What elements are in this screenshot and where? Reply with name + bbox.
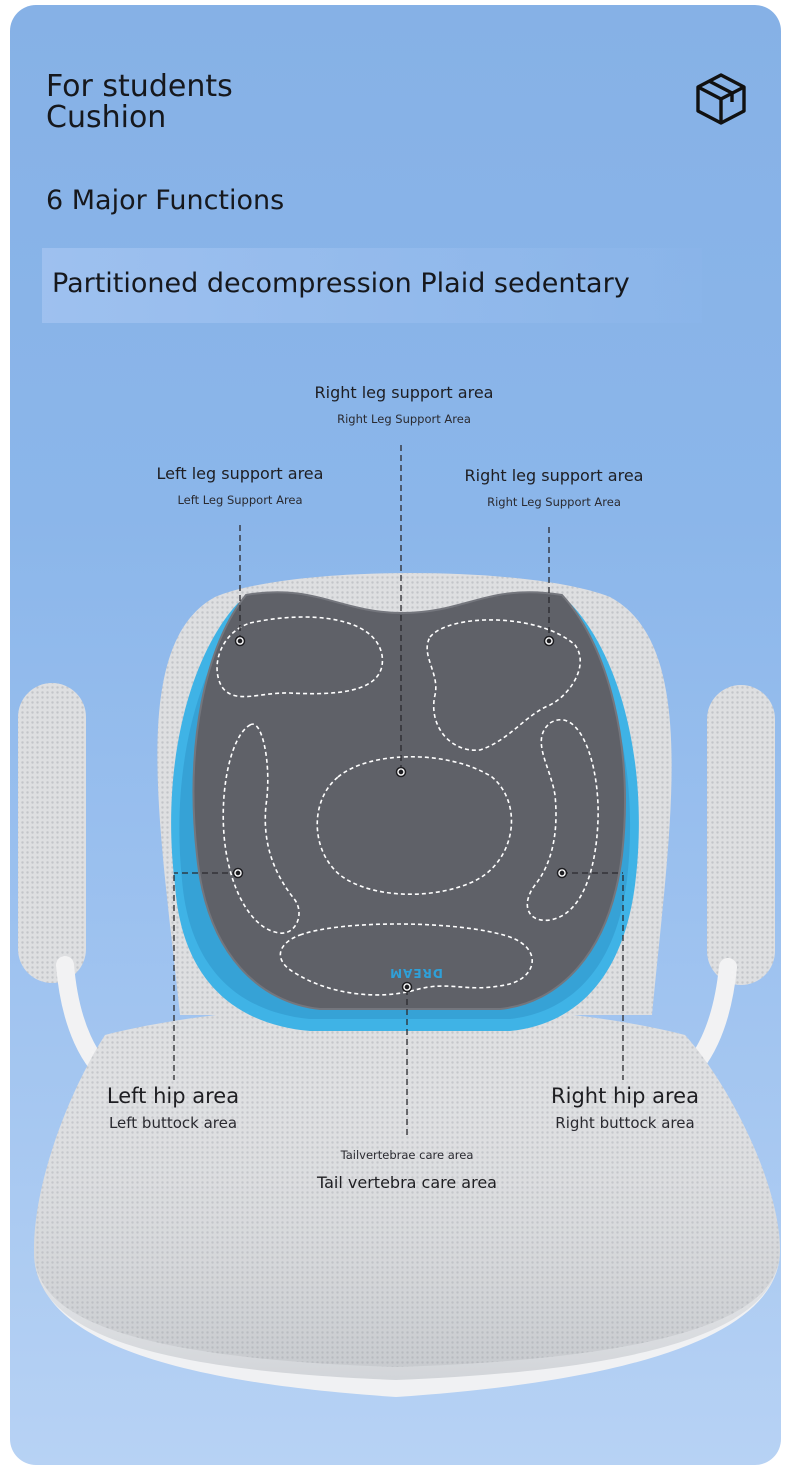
label-main: Tail vertebra care area [317, 1173, 497, 1192]
chair-illustration [18, 445, 780, 1397]
label-left-hip: Left hip area Left buttock area [98, 1084, 248, 1132]
title-line-1: For students [46, 69, 233, 104]
label-upper-right: Right leg support area Right Leg Support… [460, 466, 648, 510]
label-main: Left hip area [106, 1084, 240, 1108]
label-sub: Left buttock area [108, 1114, 238, 1132]
label-sub: Tailvertebrae care area [340, 1148, 474, 1162]
label-main: Right hip area [551, 1084, 699, 1108]
left-armrest [18, 683, 86, 983]
label-sub: Right buttock area [555, 1114, 695, 1132]
label-tail: Tailvertebrae care area Tail vertebra ca… [313, 1147, 501, 1193]
dashed-zones [216, 616, 599, 996]
label-main: Left leg support area [156, 464, 324, 483]
label-top-center: Right leg support area Right Leg Support… [310, 383, 498, 427]
label-sub: Right Leg Support Area [337, 412, 471, 426]
title-line-2: Cushion [46, 100, 167, 135]
product-card: DREAM For students Cushion 6 Major Funct… [10, 5, 781, 1465]
brand-logo: DREAM [389, 966, 443, 980]
cushion-top [193, 592, 625, 1009]
cube-icon [696, 73, 746, 125]
label-sub: Left Leg Support Area [177, 493, 303, 507]
functions-heading: 6 Major Functions [46, 185, 285, 216]
label-main: Right leg support area [314, 383, 494, 402]
banner-text: Partitioned decompression Plaid sedentar… [52, 268, 630, 299]
feature-banner: Partitioned decompression Plaid sedentar… [42, 248, 702, 323]
leader-lines [173, 445, 624, 1135]
page-title: For students Cushion [46, 71, 233, 133]
label-upper-left: Left leg support area Left Leg Support A… [150, 464, 330, 508]
label-sub: Right Leg Support Area [487, 495, 621, 509]
right-armrest [707, 685, 775, 985]
label-main: Right leg support area [464, 466, 644, 485]
zone-markers [232, 635, 568, 993]
label-right-hip: Right hip area Right buttock area [550, 1084, 700, 1132]
